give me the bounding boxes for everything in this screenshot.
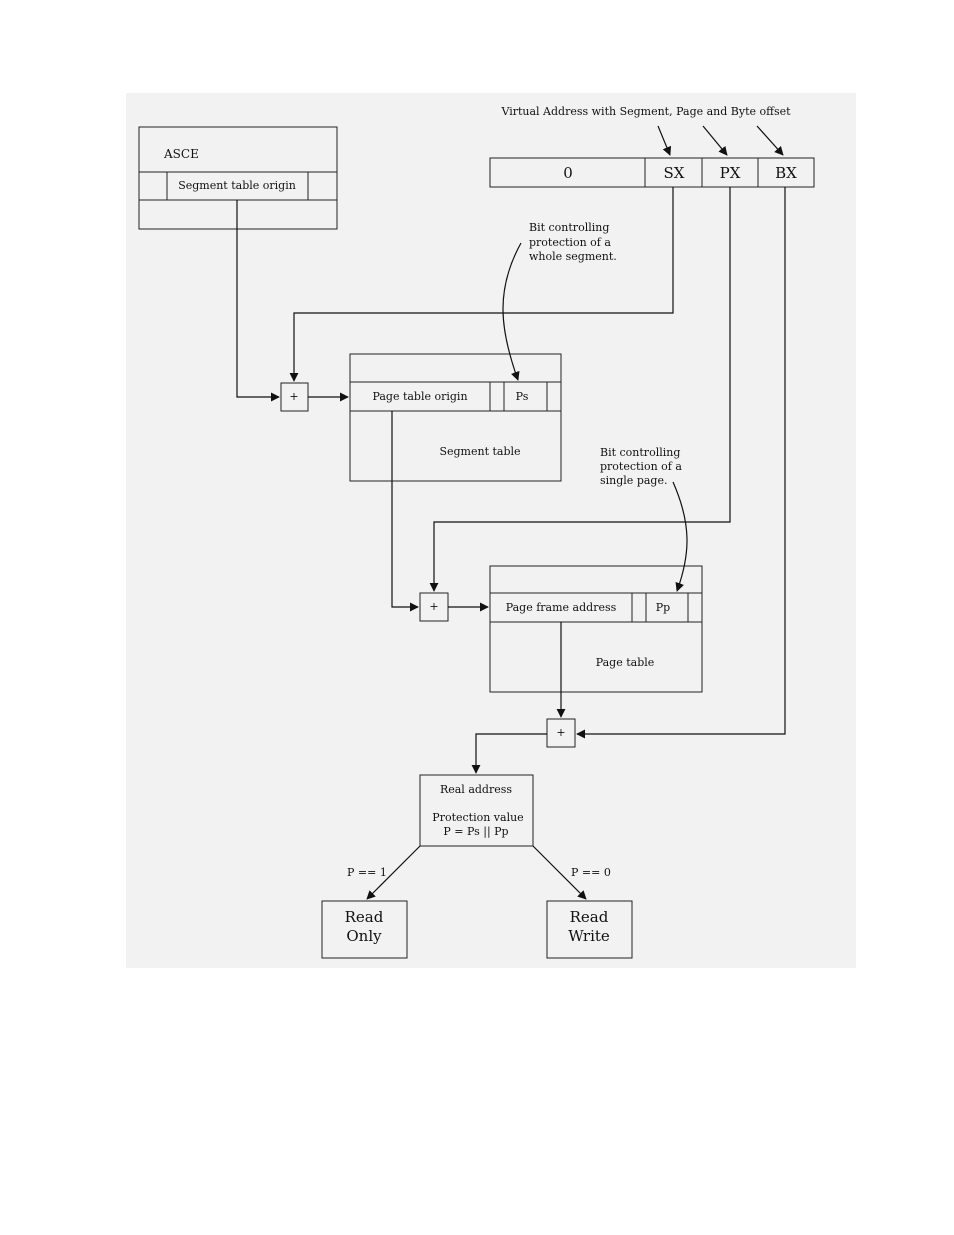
diagram-panel <box>126 93 856 968</box>
svg-text:+: + <box>289 390 298 403</box>
adder3-to-result-line <box>471 733 547 774</box>
segment-table-label: Segment table <box>439 445 520 458</box>
svg-text:Only: Only <box>346 927 382 945</box>
segment-table-origin-field: Segment table origin <box>178 179 296 192</box>
bx-to-adder3-line <box>576 187 786 739</box>
virtual-address-register: 0 SX PX BX <box>489 157 815 188</box>
pp-field: Pp <box>656 601 670 614</box>
condition-p-eq-0: P == 0 <box>571 866 611 879</box>
virtual-address-header: Virtual Address with Segment, Page and B… <box>500 105 791 118</box>
header-arrow-bx <box>756 125 784 156</box>
page-table-box: Page frame address Pp Page table <box>489 565 703 693</box>
page-frame-address-field: Page frame address <box>506 601 617 614</box>
va-px-field: PX <box>720 164 741 182</box>
svg-text:+: + <box>429 600 438 613</box>
svg-text:+: + <box>556 726 565 739</box>
asce-to-adder1-line <box>236 200 280 402</box>
page-bit-note: Bit controlling protection of a single p… <box>600 446 685 487</box>
svg-text:Write: Write <box>568 927 610 945</box>
condition-p-eq-1: P == 1 <box>347 866 387 879</box>
page-table-label: Page table <box>596 656 655 669</box>
svg-text:Read: Read <box>570 908 609 926</box>
asce-box: ASCE Segment table origin <box>138 126 338 230</box>
segment-bit-note: Bit controlling protection of a whole se… <box>529 221 617 263</box>
header-arrow-px <box>702 125 728 156</box>
segment-table-to-adder2-line <box>391 411 419 612</box>
branch-read-only-line <box>366 845 421 900</box>
read-only-box: Read Only <box>321 900 408 959</box>
header-arrow-sx <box>657 125 672 156</box>
branch-read-write-line <box>532 845 587 900</box>
svg-text:Read: Read <box>345 908 384 926</box>
protection-value-label: Protection value <box>432 811 523 824</box>
adder-3: + <box>546 718 576 748</box>
sx-to-adder1-line <box>289 187 674 382</box>
segment-bit-arrow <box>502 242 522 381</box>
page-bit-arrow <box>672 481 688 592</box>
va-sx-field: SX <box>664 164 685 182</box>
px-to-adder2-line <box>429 187 731 592</box>
page-table-origin-field: Page table origin <box>372 390 467 403</box>
real-address-label: Real address <box>440 783 512 796</box>
va-zero-field: 0 <box>563 164 573 182</box>
ps-field: Ps <box>516 390 529 403</box>
protection-formula: P = Ps || Pp <box>443 825 508 839</box>
real-address-box: Real address Protection value P = Ps || … <box>419 774 534 847</box>
va-bx-field: BX <box>775 164 797 182</box>
asce-title: ASCE <box>163 147 199 161</box>
segment-table-box: Page table origin Ps Segment table <box>349 353 562 482</box>
read-write-box: Read Write <box>546 900 633 959</box>
